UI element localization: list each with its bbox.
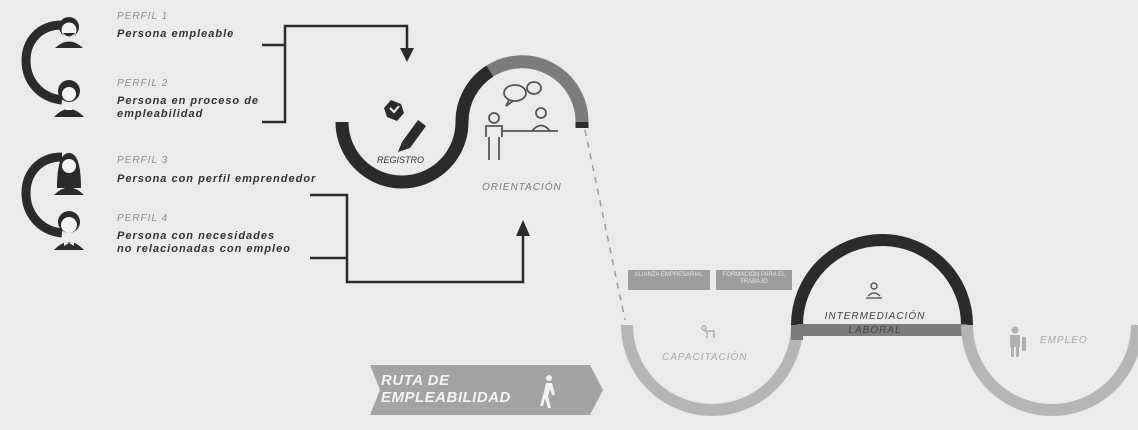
route-orientacion-dark [455,65,494,123]
route-empleo [961,324,1138,416]
empleo-worker-icon [1010,326,1026,357]
orientacion-label: ORIENTACIÓN [482,182,562,193]
perfil-3-description: Persona con perfil emprendedor [117,173,317,185]
orientacion-meeting-icon [485,81,558,160]
capacitacion-label: CAPACITACIÓN [662,352,748,363]
tag-formacion-trabajo: FORMACIÓN PARA EL TRABAJO [716,270,792,290]
arrow-down-icon [400,48,414,62]
ruta-banner [370,365,603,415]
avatar-woman-icon [54,80,84,117]
bracket-group-1 [21,20,63,105]
perfil-1-number: PERFIL 1 [117,11,169,22]
perfil-1-description: Persona empleable [117,28,235,40]
perfil-3-number: PERFIL 3 [117,155,169,166]
capacitacion-board-icon [701,325,715,338]
tag-alianza-empresarial: ALIANZA EMPRESARIAL [628,270,710,290]
empleo-label: EMPLEO [1040,335,1088,346]
avatar-man-icon [55,17,83,48]
perfil-2-description: Persona en proceso de empleabilidad [117,95,260,120]
route-dashed-link [584,129,626,321]
bracket-group-2 [21,152,63,238]
route-orientacion [486,55,589,123]
intermediacion-label: INTERMEDIACIÓN LABORAL [824,311,926,336]
registro-pen-icon [384,100,426,152]
walking-person-icon [540,375,555,408]
perfil-4-description: Persona con necesidades no relacionadas … [117,230,291,255]
perfil-2-number: PERFIL 2 [117,78,169,89]
route-registro [335,121,469,189]
route-intermediacion [791,234,973,326]
arrow-up-icon [516,220,530,236]
registro-label: REGISTRO [377,155,425,165]
connector-top [262,24,409,124]
avatar-man-bowtie-icon [54,211,84,250]
perfil-4-number: PERFIL 4 [117,213,169,224]
avatar-woman-long-hair-icon [54,153,84,195]
connector-bottom [310,193,525,284]
ruta-banner-text: RUTA DE EMPLEABILIDAD [381,372,511,406]
intermediacion-person-icon [866,282,882,299]
route-capacitacion [621,324,803,416]
